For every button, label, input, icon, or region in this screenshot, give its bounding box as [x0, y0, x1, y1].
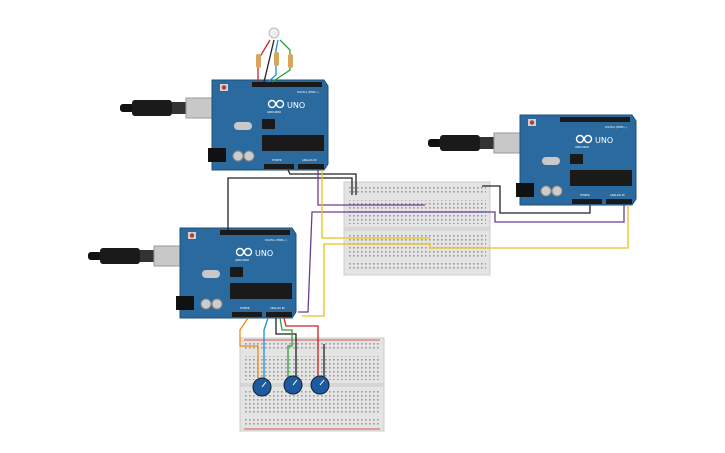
wire-blue [263, 317, 269, 378]
potentiometer-1 [252, 377, 272, 397]
arduino-uno-top[interactable]: UNO ARDUINO DIGITAL (PWM~) POWER ANALOG … [120, 79, 329, 171]
digital-label: DIGITAL (PWM~) [265, 238, 287, 242]
uno-label: UNO [255, 249, 273, 258]
microcontroller-chip [570, 170, 632, 186]
analog-label: ANALOG IN [302, 158, 316, 162]
power-label: POWER [580, 193, 590, 197]
potentiometer-3 [310, 375, 330, 395]
analog-label: ANALOG IN [270, 306, 284, 310]
wire-red [283, 317, 319, 378]
brand-label: ARDUINO [267, 110, 282, 114]
wire-green [279, 317, 293, 378]
digital-label: DIGITAL (PWM~) [605, 125, 627, 129]
rgb-led[interactable] [268, 27, 280, 39]
wire-purple [317, 170, 425, 206]
breadboard-center[interactable] [343, 181, 491, 276]
uno-label: UNO [595, 136, 613, 145]
analog-label: ANALOG IN [610, 193, 624, 197]
resistors[interactable] [256, 52, 293, 68]
usb-cable[interactable] [120, 97, 217, 119]
wire-orange [239, 317, 259, 378]
arduino-uno-right[interactable]: UNO ARDUINO DIGITAL (PWM~) POWER ANALOG … [428, 114, 637, 206]
microcontroller-chip [262, 135, 324, 151]
power-jack [208, 148, 226, 162]
potentiometers[interactable] [252, 375, 330, 397]
digital-label: DIGITAL (PWM~) [297, 90, 319, 94]
wire-yellow [302, 205, 629, 317]
wire-black [263, 39, 275, 83]
wire-black [287, 169, 357, 195]
microcontroller-chip [230, 283, 292, 299]
usb-cable[interactable] [88, 245, 185, 267]
power-label: POWER [272, 158, 282, 162]
arduino-logo-icon [235, 247, 253, 257]
potentiometer-2 [283, 375, 303, 395]
brand-label: ARDUINO [575, 145, 590, 149]
wire-black [227, 177, 353, 230]
wire-yellow [321, 170, 430, 239]
wire-black [275, 318, 297, 378]
wire-purple [298, 205, 625, 313]
power-label: POWER [240, 306, 250, 310]
wire-black [482, 185, 591, 214]
usb-cable[interactable] [428, 132, 525, 154]
arduino-logo-icon [267, 99, 285, 109]
power-jack [176, 296, 194, 310]
brand-label: ARDUINO [235, 258, 250, 262]
arduino-logo-icon [575, 134, 593, 144]
uno-label: UNO [287, 101, 305, 110]
wires [227, 39, 629, 378]
arduino-uno-left[interactable]: UNO ARDUINO DIGITAL (PWM~) POWER ANALOG … [88, 227, 297, 319]
power-jack [516, 183, 534, 197]
